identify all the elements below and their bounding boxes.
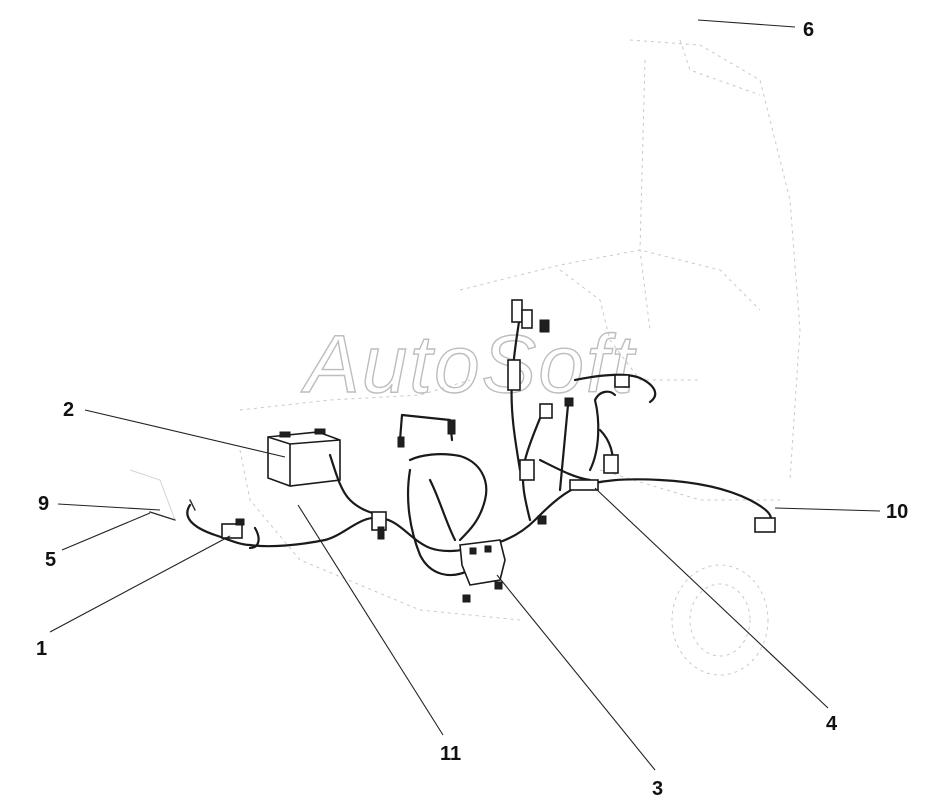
- leader-lines: [49, 19, 881, 771]
- callout-4: 4: [826, 713, 838, 735]
- callout-6: 6: [803, 19, 814, 41]
- callout-9: 9: [38, 493, 49, 515]
- harness-connectors: [221, 299, 776, 603]
- watermark-text: AutoSoft: [300, 319, 637, 410]
- callout-2: 2: [63, 399, 74, 421]
- callout-3: 3: [652, 778, 663, 800]
- callout-1: 1: [36, 638, 47, 660]
- callout-5: 5: [45, 549, 56, 571]
- callout-10: 10: [886, 501, 908, 523]
- callout-11: 11: [440, 743, 461, 765]
- callout-labels: 6 2 9 5 1 10 4 11 3: [36, 19, 908, 800]
- machine-outline: [129, 39, 801, 676]
- battery: [267, 428, 341, 487]
